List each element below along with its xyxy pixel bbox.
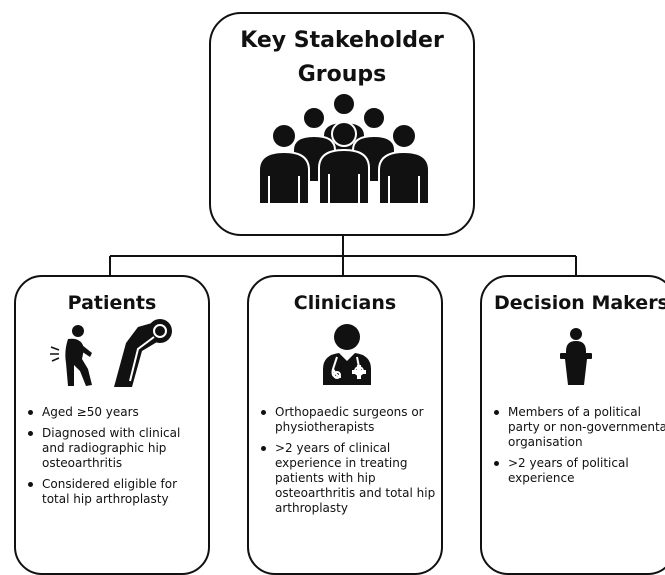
list-item: Orthopaedic surgeons or physiotherapists [259,405,437,435]
speaker-podium-icon [560,328,592,385]
top-title: Key Stakeholder Groups [240,28,444,87]
clinicians-title: Clinicians [293,292,397,314]
list-item: Diagnosed with clinical and radiographic… [26,426,198,471]
people-group-icon [258,92,430,204]
patients-criteria-list: Aged ≥50 years Diagnosed with clinical a… [26,405,198,513]
patients-box: Patients Aged ≥50 years Diagnosed with c… [14,275,210,575]
decision-makers-box: Decision Makers Members of a political p… [480,275,665,575]
patients-title: Patients [67,292,157,314]
doctor-stethoscope-icon [323,324,371,385]
list-item: >2 years of political experience [492,456,665,486]
list-item: Aged ≥50 years [26,405,198,420]
key-stakeholder-groups-box: Key Stakeholder Groups [209,12,475,236]
list-item: >2 years of clinical experience in treat… [259,441,437,516]
list-item: Considered eligible for total hip arthro… [26,477,198,507]
list-item: Members of a political party or non-gove… [492,405,665,450]
clinicians-box: Clinicians Orthopaedic surgeons or physi… [247,275,443,575]
hip-implant-icon [114,319,172,387]
clinicians-criteria-list: Orthopaedic surgeons or physiotherapists… [259,405,437,522]
person-hip-pain-icon [50,325,92,386]
decision-makers-title: Decision Makers [494,292,665,314]
decision-makers-criteria-list: Members of a political party or non-gove… [492,405,665,492]
